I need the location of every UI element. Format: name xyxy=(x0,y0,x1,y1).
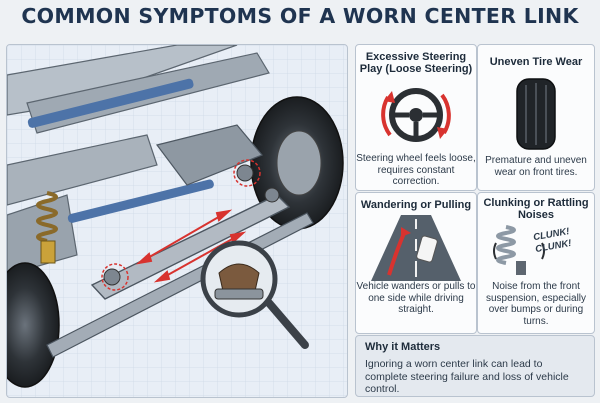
symptom-title: Wandering or Pulling xyxy=(360,199,472,211)
magnifier-icon xyxy=(200,240,309,349)
ball-joint-idler xyxy=(264,187,280,203)
symptom-card-wandering: Wandering or Pulling Vehicle wanders or … xyxy=(355,192,477,334)
symptom-card-clunking: Clunking or Rattling Noises CLUNK! CLUNK… xyxy=(477,192,595,334)
blue-tube-lower xyxy=(67,179,214,223)
play-arrows xyxy=(135,209,247,283)
shock-body xyxy=(40,240,56,264)
symptom-description: Noise from the front suspension, especia… xyxy=(485,281,587,327)
symptom-description: Steering wheel feels loose, requires con… xyxy=(356,153,476,187)
road-car-icon xyxy=(371,215,461,281)
page-title: COMMON SYMPTOMS OF A WORN CENTER LINK xyxy=(21,4,579,28)
tire-icon xyxy=(516,78,556,150)
symptom-title: Excessive Steering Play (Loose Steering) xyxy=(359,51,473,75)
ball-joint-left xyxy=(103,268,121,286)
why-text: Ignoring a worn center link can lead to … xyxy=(365,358,569,395)
blue-tube xyxy=(27,78,194,128)
center-link-illustration xyxy=(6,44,348,398)
symptom-card-steering-play: Excessive Steering Play (Loose Steering)… xyxy=(355,44,477,191)
wear-highlight-right xyxy=(233,159,261,187)
why-title: Why it Matters xyxy=(365,341,441,353)
symptom-title: Uneven Tire Wear xyxy=(489,56,583,68)
symptom-description: Premature and uneven wear on front tires… xyxy=(485,155,587,178)
steering-wheel-icon xyxy=(381,88,451,142)
idler-arm xyxy=(155,124,263,186)
tire-left xyxy=(7,262,60,388)
symptom-title: Clunking or Rattling Noises xyxy=(483,197,589,221)
frame-crossmember xyxy=(7,134,158,206)
hub-right xyxy=(276,130,322,196)
coil-spring-icon xyxy=(493,225,545,275)
why-it-matters-panel: Why it Matters Ignoring a worn center li… xyxy=(355,335,595,397)
symptom-card-tire-wear: Uneven Tire Wear Premature and uneven we… xyxy=(477,44,595,191)
steering-linkage-drawing xyxy=(7,45,347,397)
ball-joint-right xyxy=(236,164,254,182)
center-link-bar xyxy=(90,194,291,300)
wear-highlight-left xyxy=(101,263,129,291)
coil-spring xyxy=(36,191,58,243)
symptom-description: Vehicle wanders or pulls to one side whi… xyxy=(356,281,476,315)
